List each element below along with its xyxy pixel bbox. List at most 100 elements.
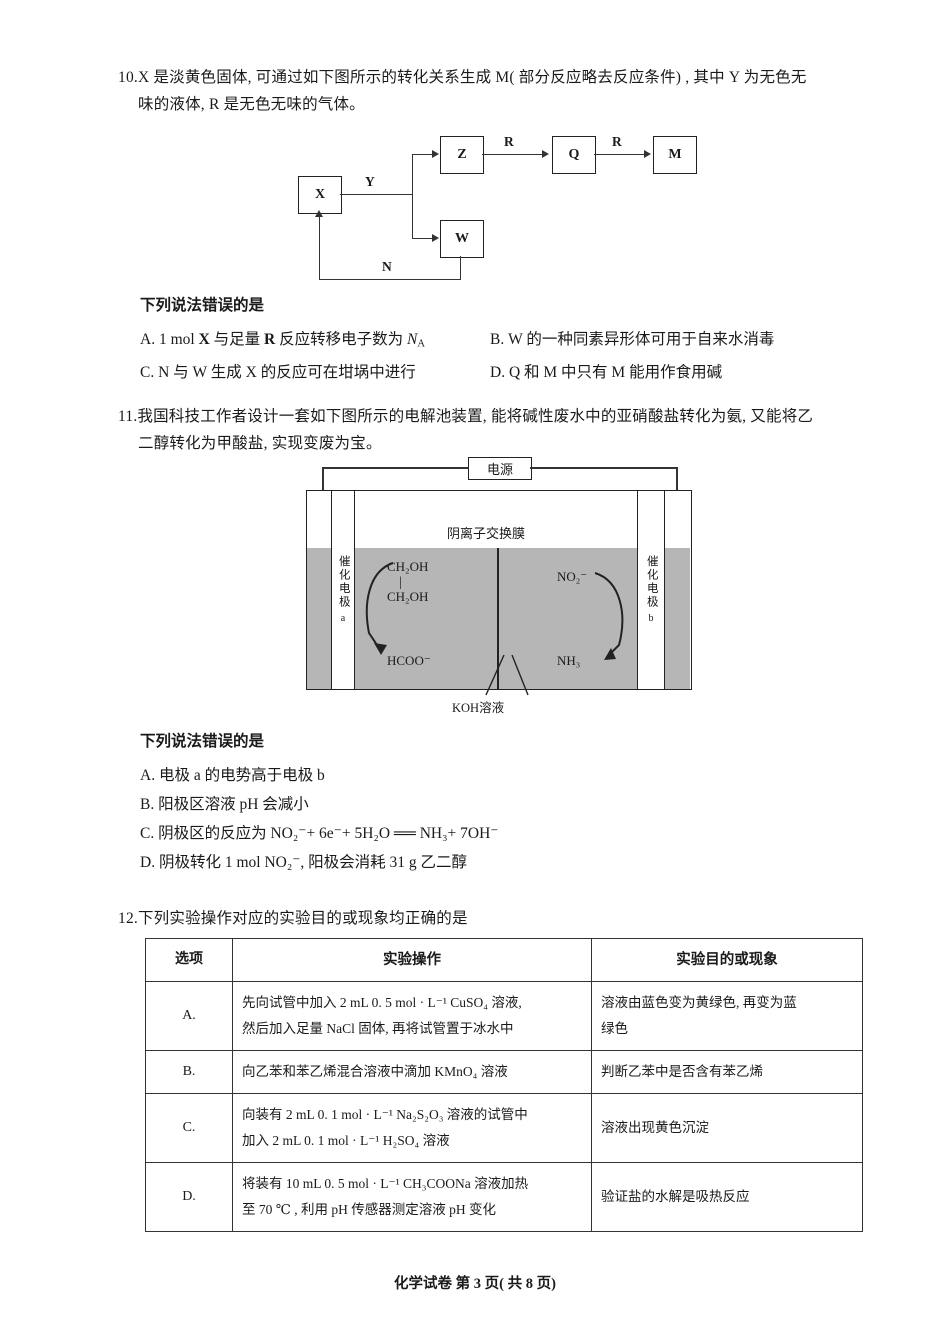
q11-line-2: 二醇转化为甲酸盐, 实现变废为宝。 [138,435,382,452]
table-header-row: 选项 实验操作 实验目的或现象 [145,938,863,982]
table-cell-option-b: B. [145,1050,233,1094]
flow-box-x: X [298,176,342,214]
q10-flow-diagram: X Z W Q M Y R R N [290,128,710,288]
page-footer: 化学试卷 第 3 页( 共 8 页) [394,1276,556,1292]
species-ammonia: NH₃ [557,653,581,668]
cell-container: 催化电极 a 催化电极 b 阴离子交换膜 CH₂OH | CH₂OH HCOO⁻… [306,490,692,690]
question-11: 11.我国科技工作者设计一套如下图所示的电解池装置, 能将碱性废水中的亚硝酸盐转… [118,403,878,457]
flow-edge-n-return [319,279,461,281]
wire-left-vertical [322,467,324,492]
electrode-b-label: 催化电极 [645,554,658,609]
table-row: D. 将装有 10 mL 0. 5 mol · L⁻¹ CH₃COONa 溶液加… [145,1162,863,1232]
flow-edge-q-m [594,154,646,156]
catalytic-electrode-b: 催化电极 b [637,491,665,689]
q12-text-1: 下列实验操作对应的实验目的或现象均正确的是 [137,910,468,927]
q11-option-b-key: B. [140,796,155,813]
flow-label-r1: R [504,134,514,149]
q11-option-b-text: 阳极区溶液 pH 会减小 [158,796,309,813]
q12-number: 12. [118,910,138,927]
table-header-operation: 实验操作 [232,938,592,982]
bond-line-icon: | [399,575,402,590]
q11-option-c-key: C. [140,825,155,842]
operation-d-line-2: 至 70 ℃ , 利用 pH 传感器测定溶液 pH 变化 [242,1202,496,1217]
q11-electrolysis-cell-diagram: 电源 催化电极 a 催化电极 b 阴离子交换膜 CH₂OH | [300,455,700,720]
arrow-curve-left-icon [365,562,394,655]
q10-option-c-text: N 与 W 生成 X 的反应可在坩埚中进行 [158,364,416,382]
q10-option-a-mid: 与足量 [209,331,265,348]
q10-option-b-text: W 的一种同素异形体可用于自来水消毒 [508,331,775,348]
table-header-option: 选项 [145,938,233,982]
flow-edge-junction-w [412,238,434,240]
anion-exchange-membrane [497,548,499,689]
table-cell-result-d: 验证盐的水解是吸热反应 [591,1162,863,1232]
q11-number: 11. [118,408,138,425]
flow-edge-junction-z [412,154,434,156]
result-d-line-1: 验证盐的水解是吸热反应 [601,1189,750,1204]
operation-c-line-1: 向装有 2 mL 0. 1 mol · L⁻¹ Na₂S₂O₃ 溶液的试管中 [242,1107,528,1122]
table-cell-operation-b: 向乙苯和苯乙烯混合溶液中滴加 KMnO₄ 溶液 [232,1050,592,1094]
table-cell-option-c: C. [145,1093,233,1163]
catalytic-electrode-a: 催化电极 a [331,491,355,689]
q10-option-a-key: A. [140,331,156,348]
operation-a-line-2: 然后加入足量 NaCl 固体, 再将试管置于冰水中 [242,1021,514,1036]
q11-option-d[interactable]: D. 阴极转化 1 mol NO₂⁻, 阳极会消耗 31 g 乙二醇 [140,848,900,877]
electrode-a-id: a [340,612,346,624]
q11-option-d-key: D. [140,854,156,871]
electrode-b-id: b [648,612,654,624]
table-row: B. 向乙苯和苯乙烯混合溶液中滴加 KMnO₄ 溶液 判断乙苯中是否含有苯乙烯 [145,1050,863,1094]
q10-option-a-bold2: R [264,331,276,348]
q11-option-a-text: 电极 a 的电势高于电极 b [158,767,325,784]
q12-line-1: 12.下列实验操作对应的实验目的或现象均正确的是 [118,905,878,932]
table-cell-result-b: 判断乙苯中是否含有苯乙烯 [591,1050,863,1094]
q10-option-a[interactable]: A. 1 mol X 与足量 R 反应转移电子数为 NA [140,325,490,358]
arrow-to-w-icon [432,234,439,242]
q11-options-block: 下列说法错误的是 A. 电极 a 的电势高于电极 b B. 阳极区溶液 pH 会… [140,728,900,877]
q10-option-d[interactable]: D. Q 和 M 中只有 M 能用作食用碱 [490,364,722,381]
flow-edge-x-junction [340,194,412,196]
wire-right-vertical [676,467,678,492]
flow-label-n: N [382,259,392,274]
q11-option-c[interactable]: C. 阴极区的反应为 NO₂⁻+ 6e⁻+ 5H₂O ══ NH₃+ 7OH⁻ [140,819,900,848]
question-10: 10.X 是淡黄色固体, 可通过如下图所示的转化关系生成 M( 部分反应略去反应… [118,64,878,118]
koh-solution-label: KOH溶液 [452,701,505,715]
q10-option-c-key: C. [140,364,155,382]
koh-leader-lines [485,655,529,696]
arrow-to-m-icon [644,150,651,158]
q11-prompt: 下列说法错误的是 [140,733,265,750]
q10-number: 10. [118,69,138,86]
electrolyte-right-outer [665,548,690,689]
table-cell-result-c: 溶液出现黄色沉淀 [591,1093,863,1163]
flow-edge-junction-vertical [412,154,414,238]
q10-option-c[interactable]: C. N 与 W 生成 X 的反应可在坩埚中进行 [140,358,490,387]
q10-option-b-key: B. [490,331,505,348]
q10-option-d-key: D. [490,364,506,382]
q10-option-b[interactable]: B. W 的一种同素异形体可用于自来水消毒 [490,331,774,348]
species-ethylene-glycol-top: CH₂OH [387,559,429,574]
membrane-label: 阴离子交换膜 [447,526,526,541]
operation-c-line-2: 加入 2 mL 0. 1 mol · L⁻¹ H₂SO₄ 溶液 [242,1133,450,1148]
species-nitrite: NO₂⁻ [557,569,588,584]
q10-option-a-pre: 1 mol [158,331,199,348]
flow-box-q: Q [552,136,596,174]
species-ethylene-glycol-bottom: CH₂OH [387,589,429,604]
electrolyte-left-outer [307,548,331,689]
q11-option-a-key: A. [140,767,156,784]
operation-d-line-1: 将装有 10 mL 0. 5 mol · L⁻¹ CH₃COONa 溶液加热 [242,1176,529,1191]
q11-option-b[interactable]: B. 阳极区溶液 pH 会减小 [140,790,900,819]
wire-right-horizontal [530,467,677,469]
result-a-line-1: 溶液由蓝色变为黄绿色, 再变为蓝 [601,995,797,1010]
table-header-result: 实验目的或现象 [591,938,863,982]
q11-option-a[interactable]: A. 电极 a 的电势高于电极 b [140,761,900,790]
flow-label-y: Y [365,174,375,189]
table-cell-option-d: D. [145,1162,233,1232]
species-formate: HCOO⁻ [387,653,431,668]
flow-box-z: Z [440,136,484,174]
flow-box-m: M [653,136,697,174]
flow-edge-return-up [319,216,321,280]
q10-option-a-post: 反应转移电子数为 [275,331,408,348]
result-a-line-2: 绿色 [601,1021,628,1036]
result-b-line-1: 判断乙苯中是否含有苯乙烯 [601,1064,763,1079]
table-cell-operation-c: 向装有 2 mL 0. 1 mol · L⁻¹ Na₂S₂O₃ 溶液的试管中 加… [232,1093,592,1163]
